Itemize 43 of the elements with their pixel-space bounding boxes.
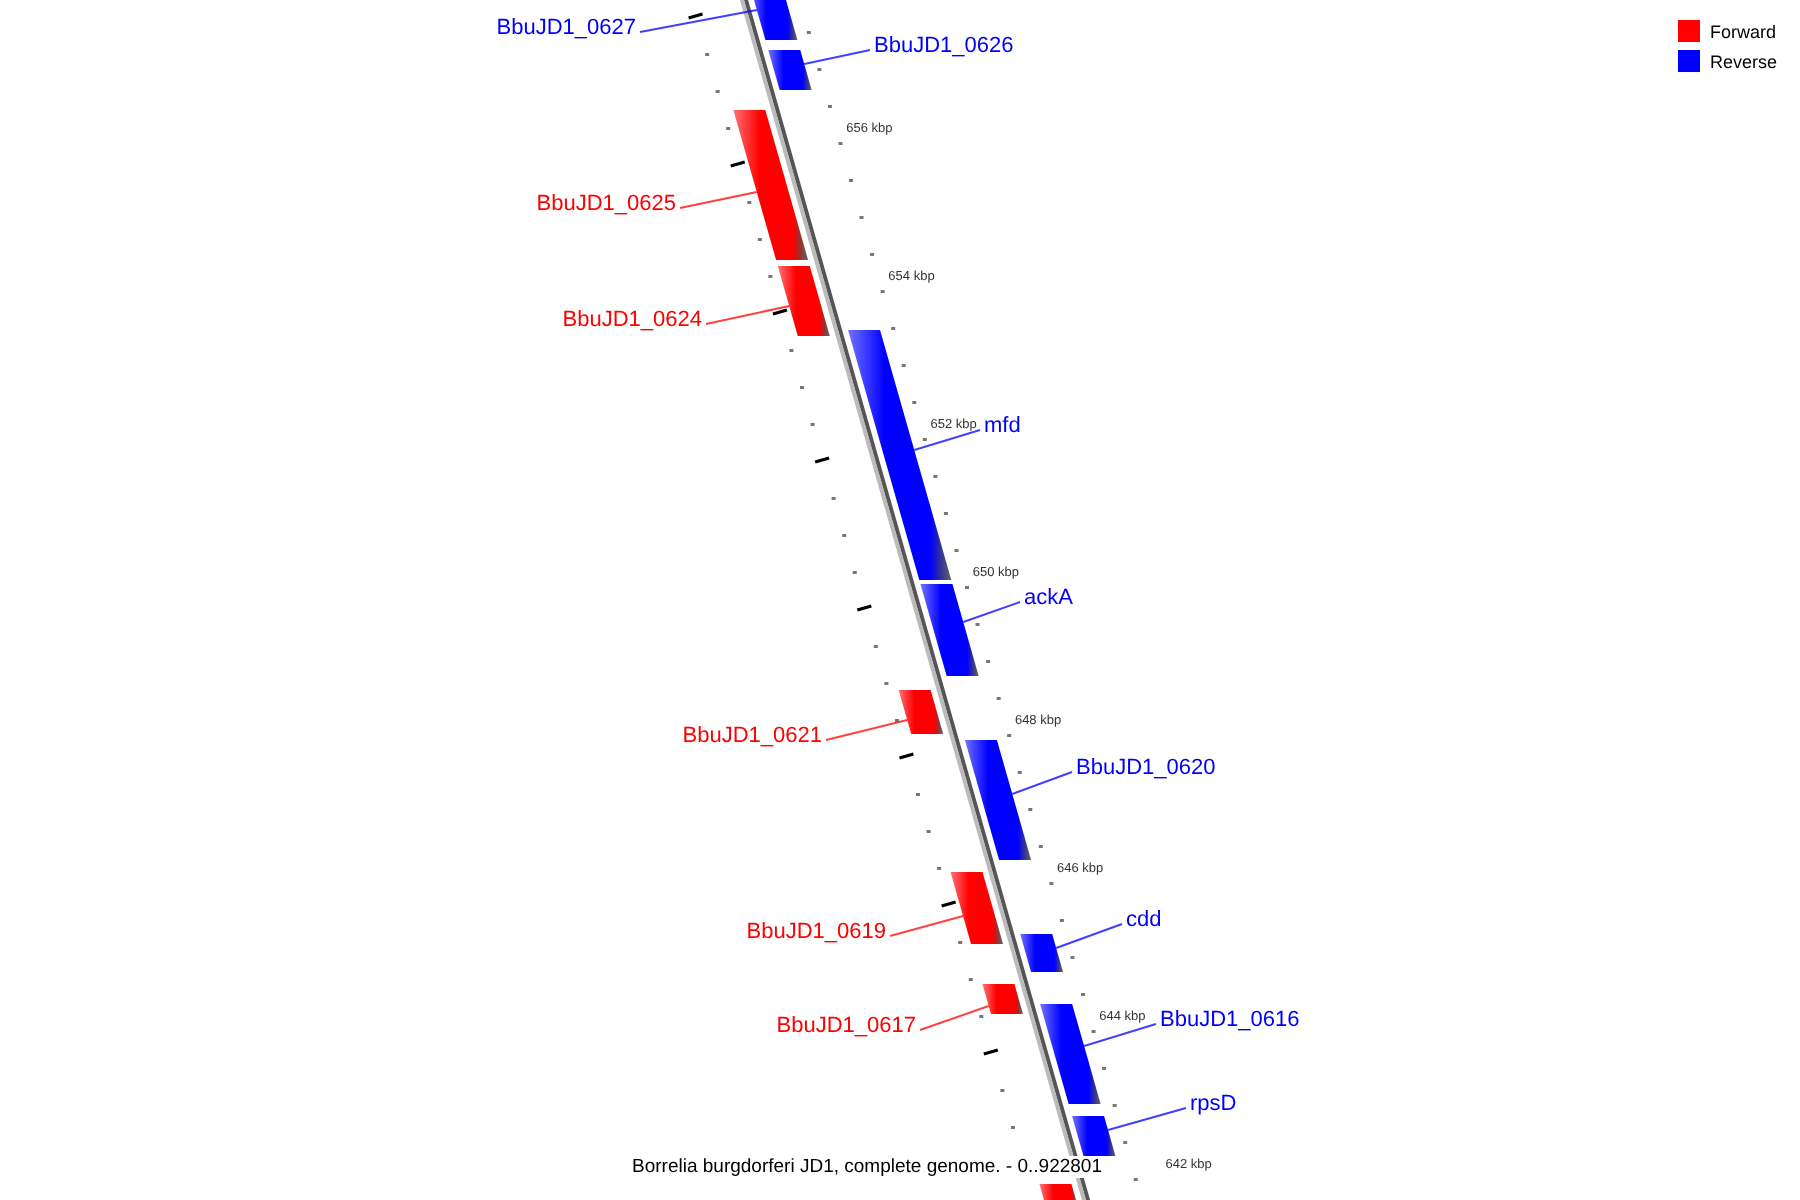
gene-bar (964, 740, 1032, 860)
gene-bar (1020, 934, 1063, 972)
leader-line (1055, 923, 1123, 949)
legend-label: Reverse (1710, 51, 1778, 71)
gene-label: BbuJD1_0617 (776, 1014, 916, 1040)
legend-label: Forward (1710, 21, 1777, 41)
gene-bar (982, 984, 1023, 1014)
leader-line (1011, 771, 1073, 795)
gene-label: BbuJD1_0621 (682, 724, 822, 750)
gene-label: ackA (1024, 586, 1073, 612)
gene-label: BbuJD1_0616 (1160, 1008, 1300, 1034)
gene-bar (1040, 1004, 1101, 1104)
gene-bar (749, 0, 798, 40)
gene-bar (950, 872, 1004, 944)
leader-line (705, 305, 791, 325)
leader-line (803, 49, 871, 65)
gene-label: BbuJD1_0627 (496, 16, 636, 42)
leader-line (825, 719, 909, 741)
gene-label: BbuJD1_0626 (874, 34, 1014, 60)
gene-bar (1039, 1184, 1079, 1200)
gene-bar (898, 690, 944, 734)
gene-bar (920, 584, 979, 676)
gene-bar (777, 266, 830, 336)
gene-bar (768, 50, 812, 90)
gene-label: BbuJD1_0619 (746, 920, 886, 946)
leader-line (913, 429, 981, 451)
gene-label: mfd (984, 414, 1021, 440)
gene-label: rpsD (1190, 1092, 1237, 1118)
gene-bar (848, 330, 952, 580)
gene-label: BbuJD1_0620 (1076, 756, 1216, 782)
caption: Borrelia burgdorferi JD1, complete genome. - 0..922801 (632, 1156, 1102, 1178)
leader-line (1107, 1107, 1187, 1131)
leader-line (919, 1005, 990, 1031)
leader-line (639, 9, 758, 33)
leader-line (1083, 1023, 1157, 1047)
gene-bar (733, 110, 809, 260)
leader-line (889, 915, 965, 937)
gene-label: BbuJD1_0624 (562, 308, 702, 334)
gene-label: cdd (1126, 908, 1162, 934)
gene-bar (1072, 1116, 1116, 1156)
gene-label: BbuJD1_0625 (536, 192, 676, 218)
leader-line (679, 191, 758, 209)
leader-line (962, 601, 1021, 623)
